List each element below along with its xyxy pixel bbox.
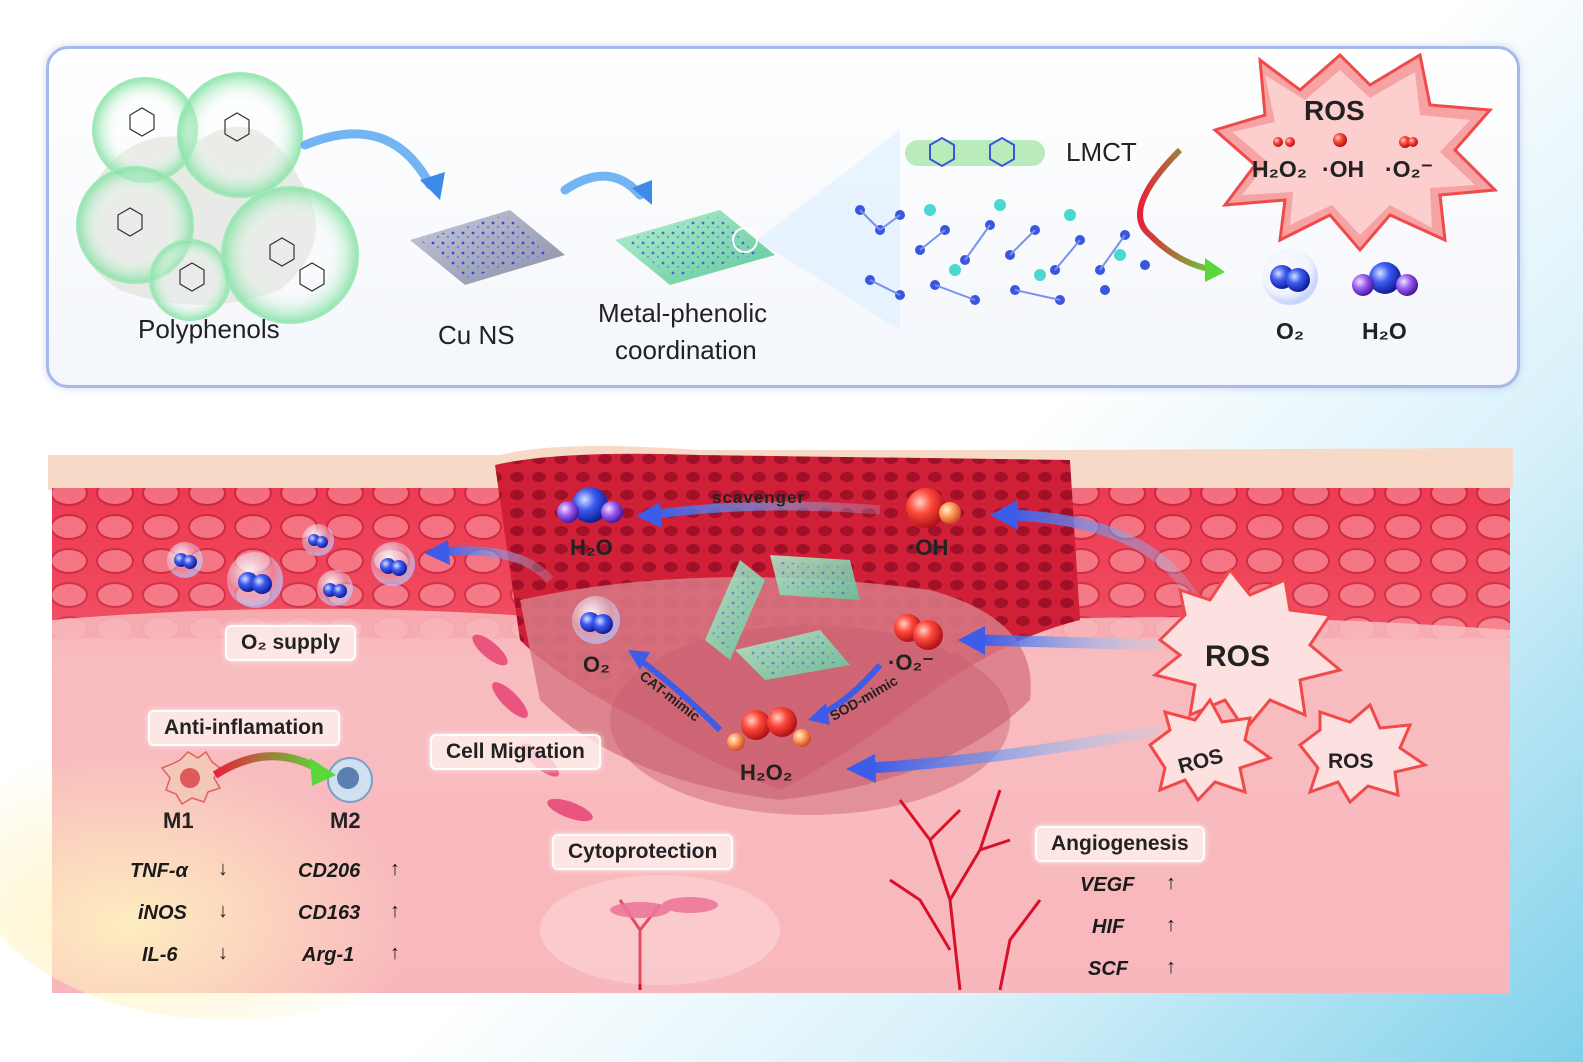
angiogenesis-tag: Angiogenesis bbox=[1035, 826, 1205, 862]
nanosheet-trio bbox=[705, 555, 860, 680]
m2-marker-name: CD206 bbox=[298, 860, 361, 882]
molecular-structure bbox=[855, 136, 1150, 305]
cytoprotection-tag: Cytoprotection bbox=[552, 834, 734, 870]
m1-label: M1 bbox=[163, 808, 194, 833]
ros-species-h2o2: H₂O₂ bbox=[1252, 156, 1307, 182]
ros-label-small-2: ROS bbox=[1328, 750, 1374, 773]
polarization-arrow bbox=[212, 752, 323, 779]
polyphenol-cluster bbox=[76, 72, 359, 324]
ros-to-superoxide-arrow bbox=[979, 634, 1161, 651]
angio-marker-arrow: ↑ bbox=[1166, 872, 1176, 894]
product-h2o-label: H₂O bbox=[1362, 318, 1407, 344]
m2-macrophage bbox=[327, 757, 373, 803]
ros-star-large bbox=[1151, 567, 1344, 733]
angio-marker-arrow: ↑ bbox=[1166, 956, 1176, 978]
angio-marker-name: HIF bbox=[1092, 916, 1125, 938]
o2-bubbles-cluster bbox=[167, 524, 415, 608]
m1-marker-name: IL-6 bbox=[142, 944, 178, 966]
m1-macrophage bbox=[160, 750, 222, 806]
zoom-beam bbox=[757, 130, 900, 330]
angio-marker-name: VEGF bbox=[1080, 874, 1135, 896]
m2-marker-name: Arg-1 bbox=[302, 944, 355, 966]
oh-label: ·OH bbox=[908, 535, 949, 560]
metal-phenolic-sheet bbox=[615, 210, 775, 285]
angio-marker-arrow: ↑ bbox=[1166, 914, 1176, 936]
arrow-to-cuns bbox=[300, 129, 435, 190]
ros-title-top: ROS bbox=[1304, 95, 1365, 126]
cat-mimic-arrow bbox=[638, 657, 723, 733]
m1-marker-arrow: ↓ bbox=[218, 858, 228, 880]
ros-species-superoxide: ·O₂⁻ bbox=[1385, 156, 1433, 182]
ros-label-large: ROS bbox=[1205, 640, 1271, 673]
polyphenols-label: Polyphenols bbox=[138, 314, 280, 344]
anti-inflammation-tag: Anti-inflamation bbox=[148, 710, 340, 746]
m1-marker-arrow: ↓ bbox=[218, 942, 228, 964]
o2-bubble bbox=[572, 596, 620, 644]
arrow-to-coordination bbox=[560, 171, 645, 200]
m1-marker-name: TNF-α bbox=[130, 860, 188, 882]
m2-marker-arrow: ↑ bbox=[390, 858, 400, 880]
h2o2-molecule bbox=[727, 707, 811, 751]
scavenger-label: scavenger bbox=[712, 488, 806, 507]
m1-marker-arrow: ↓ bbox=[218, 900, 228, 922]
o2-supply-arrow bbox=[439, 546, 554, 584]
h2o-label: H₂O bbox=[570, 535, 613, 560]
o2-supply-tag: O₂ supply bbox=[225, 625, 357, 661]
h2o-molecule-top bbox=[1369, 262, 1401, 294]
lmct-arrow bbox=[1137, 147, 1216, 273]
m2-label: M2 bbox=[330, 808, 361, 833]
ros-star-small-2 bbox=[1297, 702, 1429, 805]
h2o2-label: H₂O₂ bbox=[740, 760, 793, 785]
scavenger-arrow bbox=[649, 501, 881, 520]
oh-radical bbox=[906, 488, 961, 528]
coordination-label-line2: coordination bbox=[615, 335, 757, 365]
lmct-label: LMCT bbox=[1066, 137, 1137, 167]
ros-to-h2o2-arrow bbox=[869, 724, 1162, 774]
product-o2-label: O₂ bbox=[1276, 318, 1305, 344]
cu-nanosheet bbox=[410, 210, 565, 285]
o2-label: O₂ bbox=[583, 652, 610, 677]
angio-marker-name: SCF bbox=[1088, 958, 1128, 980]
ros-species-oh: ·OH bbox=[1322, 156, 1365, 182]
superoxide-label: ·O₂⁻ bbox=[888, 650, 934, 675]
m2-marker-name: CD163 bbox=[298, 902, 361, 924]
cu-ns-label: Cu NS bbox=[438, 320, 515, 350]
h2o-molecule bbox=[557, 487, 623, 523]
coordination-label-line1: Metal-phenolic bbox=[598, 298, 768, 328]
m2-marker-arrow: ↑ bbox=[390, 900, 400, 922]
superoxide-molecule bbox=[894, 614, 943, 650]
m1-marker-name: iNOS bbox=[138, 902, 187, 924]
ros-star-small-1 bbox=[1147, 697, 1274, 803]
m2-marker-arrow: ↑ bbox=[390, 942, 400, 964]
ros-to-oh-arrow bbox=[1009, 509, 1200, 603]
cell-migration-tag: Cell Migration bbox=[430, 734, 601, 770]
